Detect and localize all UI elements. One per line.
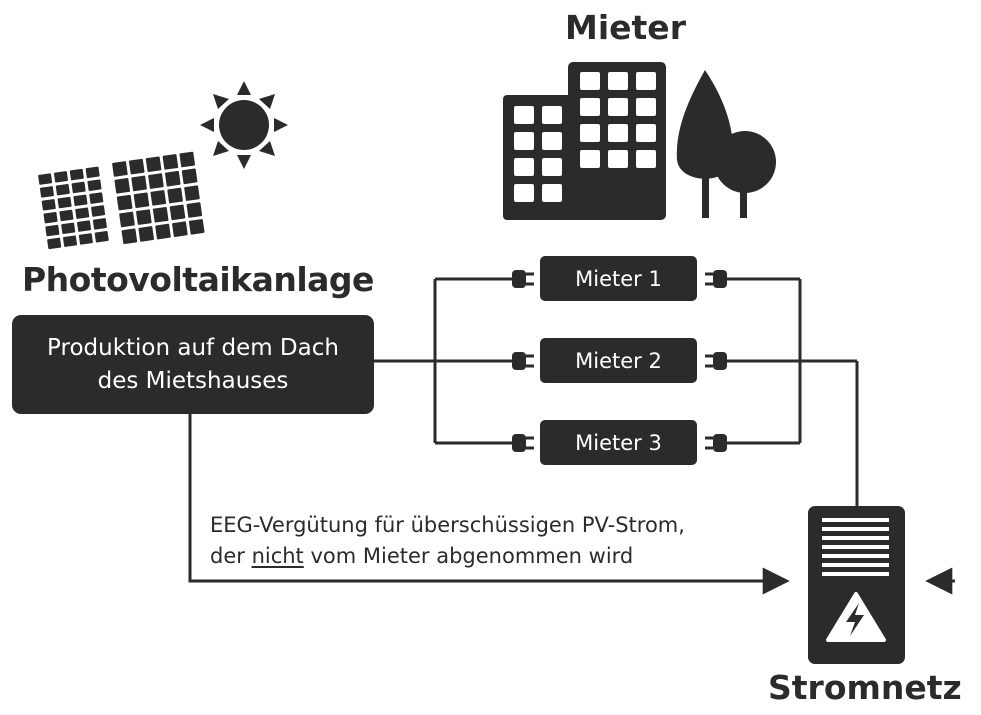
tree-icon [676, 70, 776, 218]
production-line-1: Produktion auf dem Dach [47, 334, 339, 361]
grid-cabinet-icon [808, 506, 905, 664]
meter-box-3: Mieter 3 [540, 420, 697, 465]
tenants-title: Mieter [565, 8, 686, 47]
plug-icon [512, 352, 534, 370]
plug-icon [512, 270, 534, 288]
apartment-building-icon [503, 62, 666, 220]
plug-group [512, 270, 727, 452]
eeg-line-2-end: vom Mieter abgenommen wird [303, 544, 634, 568]
plug-icon [705, 270, 727, 288]
meter-box-2: Mieter 2 [540, 338, 697, 383]
plug-icon [512, 434, 534, 452]
wiring [188, 277, 955, 595]
solar-panel-icon [38, 151, 205, 250]
meter-box-1: Mieter 1 [540, 256, 697, 301]
plug-icon [705, 352, 727, 370]
eeg-line-2-emphasis: nicht [251, 544, 304, 568]
grid-title: Stromnetz [768, 668, 962, 707]
production-line-2: des Mietshauses [97, 367, 289, 394]
sun-icon [200, 81, 288, 169]
production-box: Produktion auf dem Dach des Mietshauses [12, 315, 374, 414]
plug-icon [705, 434, 727, 452]
eeg-line-2-start: der [210, 544, 252, 568]
eeg-line-2: der nicht vom Mieter abgenommen wird [210, 541, 685, 572]
photovoltaic-title: Photovoltaikanlage [22, 260, 374, 299]
eeg-line-1: EEG-Vergütung für überschüssigen PV-Stro… [210, 513, 685, 537]
high-voltage-warning-icon [826, 592, 886, 642]
eeg-note: EEG-Vergütung für überschüssigen PV-Stro… [210, 510, 685, 572]
